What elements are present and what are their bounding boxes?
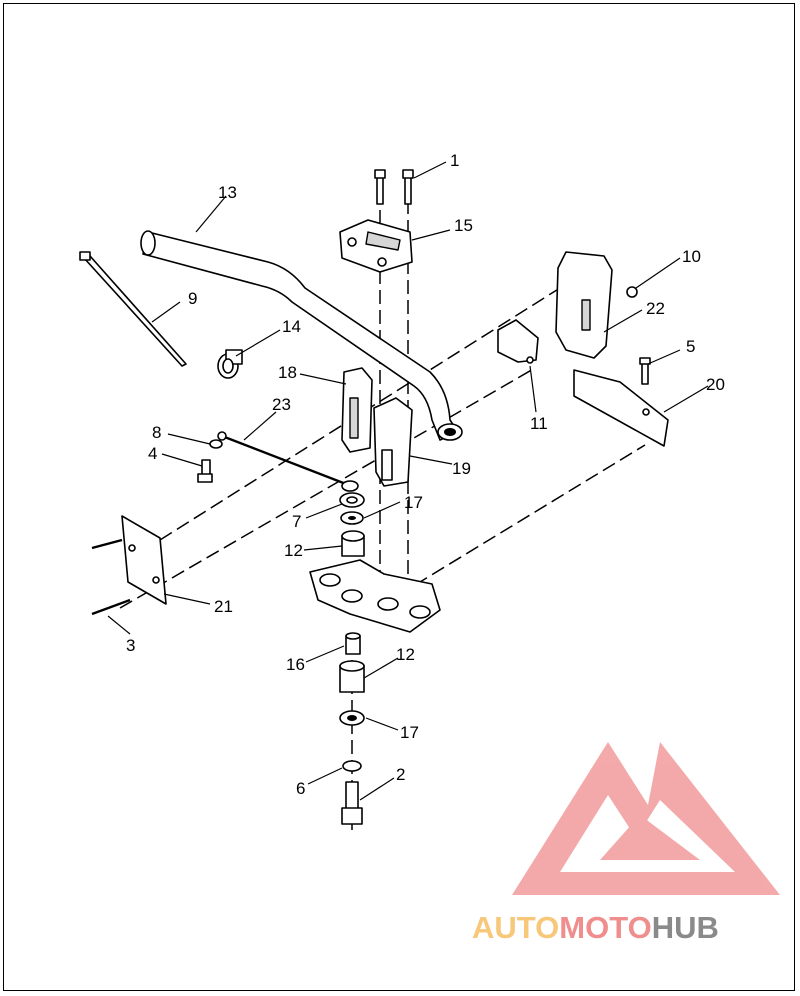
spacer-part-16 xyxy=(345,632,361,655)
callout-23: 23 xyxy=(272,395,291,414)
bushing-part-12-top xyxy=(341,530,365,557)
callout-15: 15 xyxy=(454,216,473,235)
callout-16: 16 xyxy=(286,655,305,674)
bolts-part-1 xyxy=(374,169,414,205)
callout-5: 5 xyxy=(686,337,695,356)
bolt-part-2 xyxy=(341,781,363,825)
washer-part-6 xyxy=(342,760,362,772)
ground-strap-part xyxy=(217,431,359,492)
watermark-moto: MOTO xyxy=(559,910,652,945)
triple-clamp-part xyxy=(309,559,441,633)
watermark-hub: HUB xyxy=(651,910,719,945)
watermark-auto: AUTO xyxy=(472,910,560,945)
callout-8: 8 xyxy=(152,423,161,442)
oring-part-10 xyxy=(626,286,638,298)
cable-tie-part xyxy=(79,251,187,367)
callout-14: 14 xyxy=(282,317,301,336)
callout-17-bottom: 17 xyxy=(400,723,419,742)
watermark-logo xyxy=(512,742,780,895)
lock-washer-part-7 xyxy=(339,492,365,508)
callout-4: 4 xyxy=(148,444,157,463)
bracket-part-21 xyxy=(121,515,167,605)
callout-19: 19 xyxy=(452,459,471,478)
callout-17-top: 17 xyxy=(404,493,423,512)
callout-9: 9 xyxy=(188,289,197,308)
callout-12-top: 12 xyxy=(284,541,303,560)
callout-2: 2 xyxy=(396,765,405,784)
bolt-part-4 xyxy=(197,459,213,483)
callout-6: 6 xyxy=(296,779,305,798)
bushing-part-12-bottom xyxy=(339,660,365,693)
leader-lines xyxy=(107,161,709,801)
callout-10: 10 xyxy=(682,247,701,266)
callout-18: 18 xyxy=(278,363,297,382)
callout-22: 22 xyxy=(646,299,665,318)
riser-left-part xyxy=(341,367,373,453)
callout-3: 3 xyxy=(126,636,135,655)
callout-21: 21 xyxy=(214,597,233,616)
callout-1: 1 xyxy=(450,151,459,170)
washer-part-17-bottom xyxy=(339,710,365,726)
riser-right-part xyxy=(373,397,413,487)
callout-20: 20 xyxy=(706,375,725,394)
washer-part-17-top xyxy=(340,511,364,525)
bracket-part-11 xyxy=(497,319,539,364)
washer-part-8 xyxy=(209,439,223,449)
bolt-part-5 xyxy=(639,357,651,385)
trim-part-20 xyxy=(573,369,669,447)
cover-part-22 xyxy=(555,251,613,359)
screws-part-3 xyxy=(91,538,131,616)
callout-7: 7 xyxy=(292,512,301,531)
watermark-wordmark: AUTOMOTOHUB xyxy=(472,910,792,954)
callout-11: 11 xyxy=(530,414,548,433)
callout-12-bottom: 12 xyxy=(396,645,415,664)
handlebar-part xyxy=(140,230,463,441)
callout-13: 13 xyxy=(218,183,237,202)
riser-clamp-part xyxy=(339,219,413,273)
clamp-part xyxy=(217,349,243,379)
